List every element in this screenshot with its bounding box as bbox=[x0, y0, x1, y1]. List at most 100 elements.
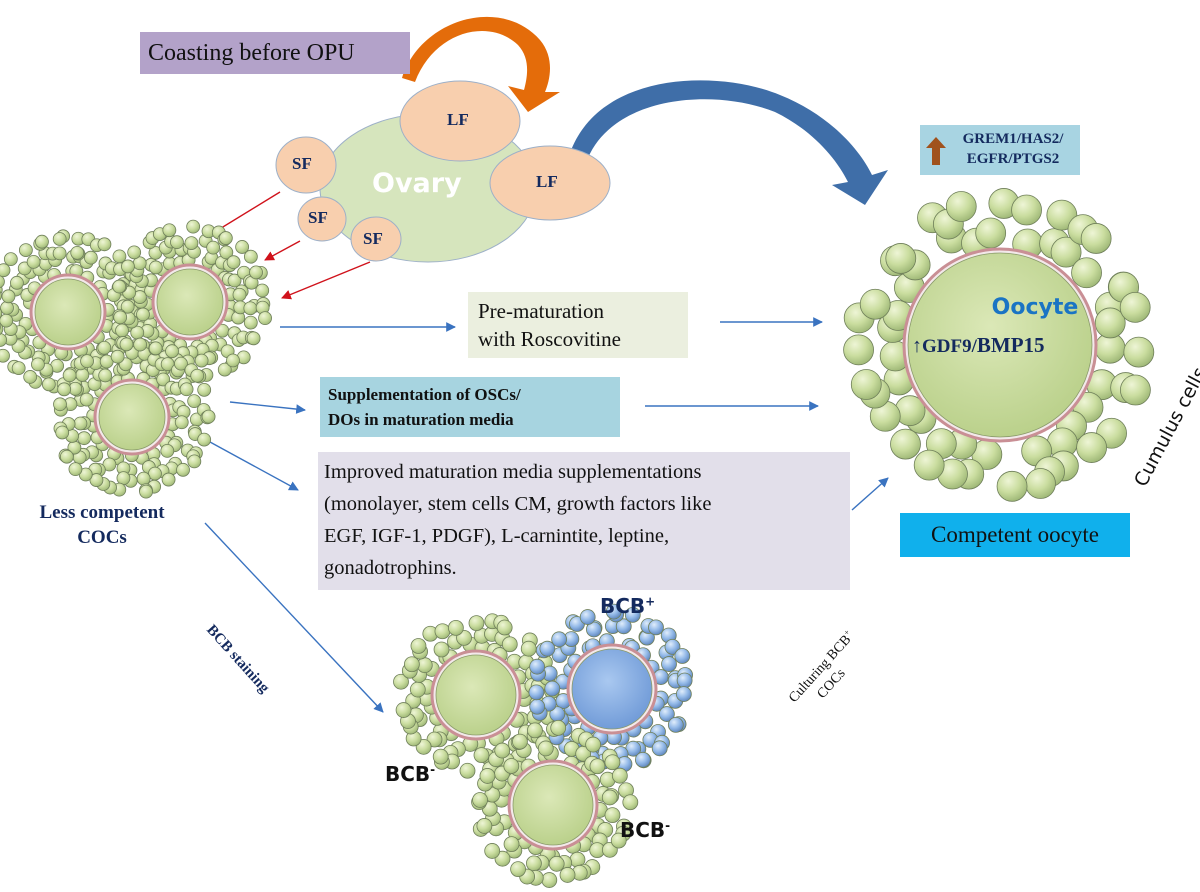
cumulus-cell bbox=[512, 733, 528, 750]
cumulus-cell bbox=[217, 362, 232, 377]
cumulus-cell bbox=[184, 236, 199, 251]
cumulus-cell bbox=[161, 472, 176, 487]
cumulus-cell bbox=[206, 240, 221, 255]
cumulus-cell bbox=[0, 323, 4, 335]
cumulus-cell bbox=[26, 255, 41, 269]
cumulus-cell bbox=[156, 372, 171, 387]
cumulus-cell bbox=[1119, 374, 1151, 406]
bcb-text: BCB bbox=[385, 762, 431, 786]
cumulus-cell bbox=[1119, 291, 1151, 323]
cumulus-cell bbox=[496, 619, 513, 636]
cumulus-cell bbox=[97, 237, 112, 252]
cumulus-cell bbox=[41, 377, 56, 392]
up-arrow-icon: ↑ bbox=[912, 335, 922, 357]
cumulus-cell bbox=[432, 748, 449, 765]
gdf9-text: GDF9/ bbox=[922, 336, 977, 357]
cumulus-cell bbox=[186, 219, 201, 234]
genes-line-2: EGFR/PTGS2 bbox=[966, 151, 1060, 167]
cumulus-cell bbox=[579, 609, 596, 625]
cumulus-cell bbox=[585, 736, 602, 753]
cumulus-cell bbox=[843, 334, 874, 366]
cumulus-cell bbox=[62, 368, 77, 383]
cumulus-cell bbox=[559, 867, 576, 883]
pathway-arrows bbox=[204, 317, 889, 713]
cumulus-cell bbox=[586, 621, 602, 638]
cumulus-cell bbox=[1, 289, 16, 304]
cumulus-cell bbox=[160, 444, 175, 458]
cumulus-cell bbox=[190, 368, 205, 383]
cumulus-cell bbox=[410, 638, 427, 654]
cumulus-cell bbox=[98, 368, 113, 383]
cumulus-cell bbox=[529, 698, 546, 715]
cumulus-cell bbox=[913, 449, 945, 481]
cumulus-cell bbox=[68, 462, 83, 477]
bmp15-text: BMP15 bbox=[976, 333, 1045, 357]
cumulus-cell bbox=[83, 250, 98, 265]
cumulus-cell bbox=[133, 337, 148, 352]
cumulus-cell bbox=[148, 341, 163, 356]
cumulus-cell bbox=[246, 331, 261, 346]
cumulus-cell bbox=[139, 484, 153, 499]
cumulus-cell bbox=[232, 287, 247, 302]
cumulus-cell bbox=[113, 310, 128, 325]
cumulus-cell bbox=[676, 672, 693, 689]
cumulus-cell bbox=[548, 855, 565, 872]
cumulus-cell bbox=[520, 640, 537, 657]
cumulus-cell bbox=[227, 273, 242, 288]
cumulus-cell bbox=[674, 648, 691, 664]
supplementation-line-1: Supplementation of OSCs/ bbox=[328, 385, 521, 404]
cumulus-cell bbox=[249, 265, 263, 280]
oocyte bbox=[98, 383, 166, 451]
cumulus-cell bbox=[651, 740, 668, 757]
cumulus-cell bbox=[484, 843, 501, 859]
oocyte bbox=[571, 648, 653, 730]
cumulus-cell bbox=[393, 673, 409, 690]
cumulus-cell bbox=[0, 300, 14, 315]
bcb-negative-label-1: BCB- bbox=[385, 762, 435, 786]
cumulus-cell bbox=[996, 470, 1028, 502]
cumulus-cell bbox=[187, 394, 202, 409]
genes-line-1: GREM1/HAS2/ bbox=[962, 131, 1064, 147]
supplementation-box: Supplementation of OSCs/ DOs in maturati… bbox=[320, 377, 620, 437]
oocyte bbox=[435, 654, 517, 736]
cumulus-cell bbox=[611, 767, 628, 784]
follicle-lf-top bbox=[399, 80, 521, 162]
cumulus-cell bbox=[1123, 336, 1155, 368]
prematuration-line-1: Pre-maturation bbox=[478, 299, 604, 323]
cumulus-cell bbox=[1071, 257, 1102, 289]
cumulus-cell bbox=[885, 243, 917, 274]
supplementation-line-2: DOs in maturation media bbox=[328, 410, 514, 429]
cumulus-cell bbox=[70, 245, 85, 260]
up-arrow-icon bbox=[926, 137, 946, 165]
oocyte bbox=[156, 268, 224, 336]
follicle-sf-1-label: SF bbox=[292, 154, 312, 173]
cumulus-cell bbox=[476, 818, 493, 834]
cumulus-cell bbox=[426, 731, 443, 748]
cumulus-cell bbox=[527, 722, 543, 739]
cumulus-cell bbox=[1011, 194, 1042, 226]
follicle-sf-3-label: SF bbox=[363, 229, 383, 248]
improved-line-4: gonadotrophins. bbox=[324, 557, 457, 579]
cumulus-cell bbox=[605, 603, 622, 620]
cumulus-cell bbox=[23, 370, 38, 384]
improved-line-3: EGF, IGF-1, PDGF), L-carnintite, leptine… bbox=[324, 525, 670, 547]
cumulus-cell bbox=[528, 684, 545, 701]
cumulus-cell bbox=[610, 832, 627, 849]
minus-sign: - bbox=[665, 818, 671, 833]
coc-left-2 bbox=[106, 219, 272, 384]
cumulus-cell bbox=[97, 340, 112, 355]
cumulus-cell bbox=[31, 357, 45, 372]
cumulus-cell bbox=[473, 747, 490, 764]
bcb-text: BCB bbox=[600, 594, 646, 618]
cumulus-cell bbox=[0, 274, 5, 289]
cumulus-cell bbox=[3, 252, 18, 267]
ovary bbox=[275, 80, 611, 263]
follicle-sf-1 bbox=[275, 136, 337, 194]
cumulus-cell bbox=[501, 636, 518, 653]
follicle-sf-2-label: SF bbox=[308, 208, 328, 227]
cumulus-cell bbox=[176, 462, 190, 477]
cumulus-cell bbox=[170, 235, 184, 250]
gene-upregulation-box: GREM1/HAS2/ EGFR/PTGS2 bbox=[920, 125, 1080, 175]
competence-arrow bbox=[570, 80, 888, 205]
cumulus-cell bbox=[57, 382, 72, 397]
